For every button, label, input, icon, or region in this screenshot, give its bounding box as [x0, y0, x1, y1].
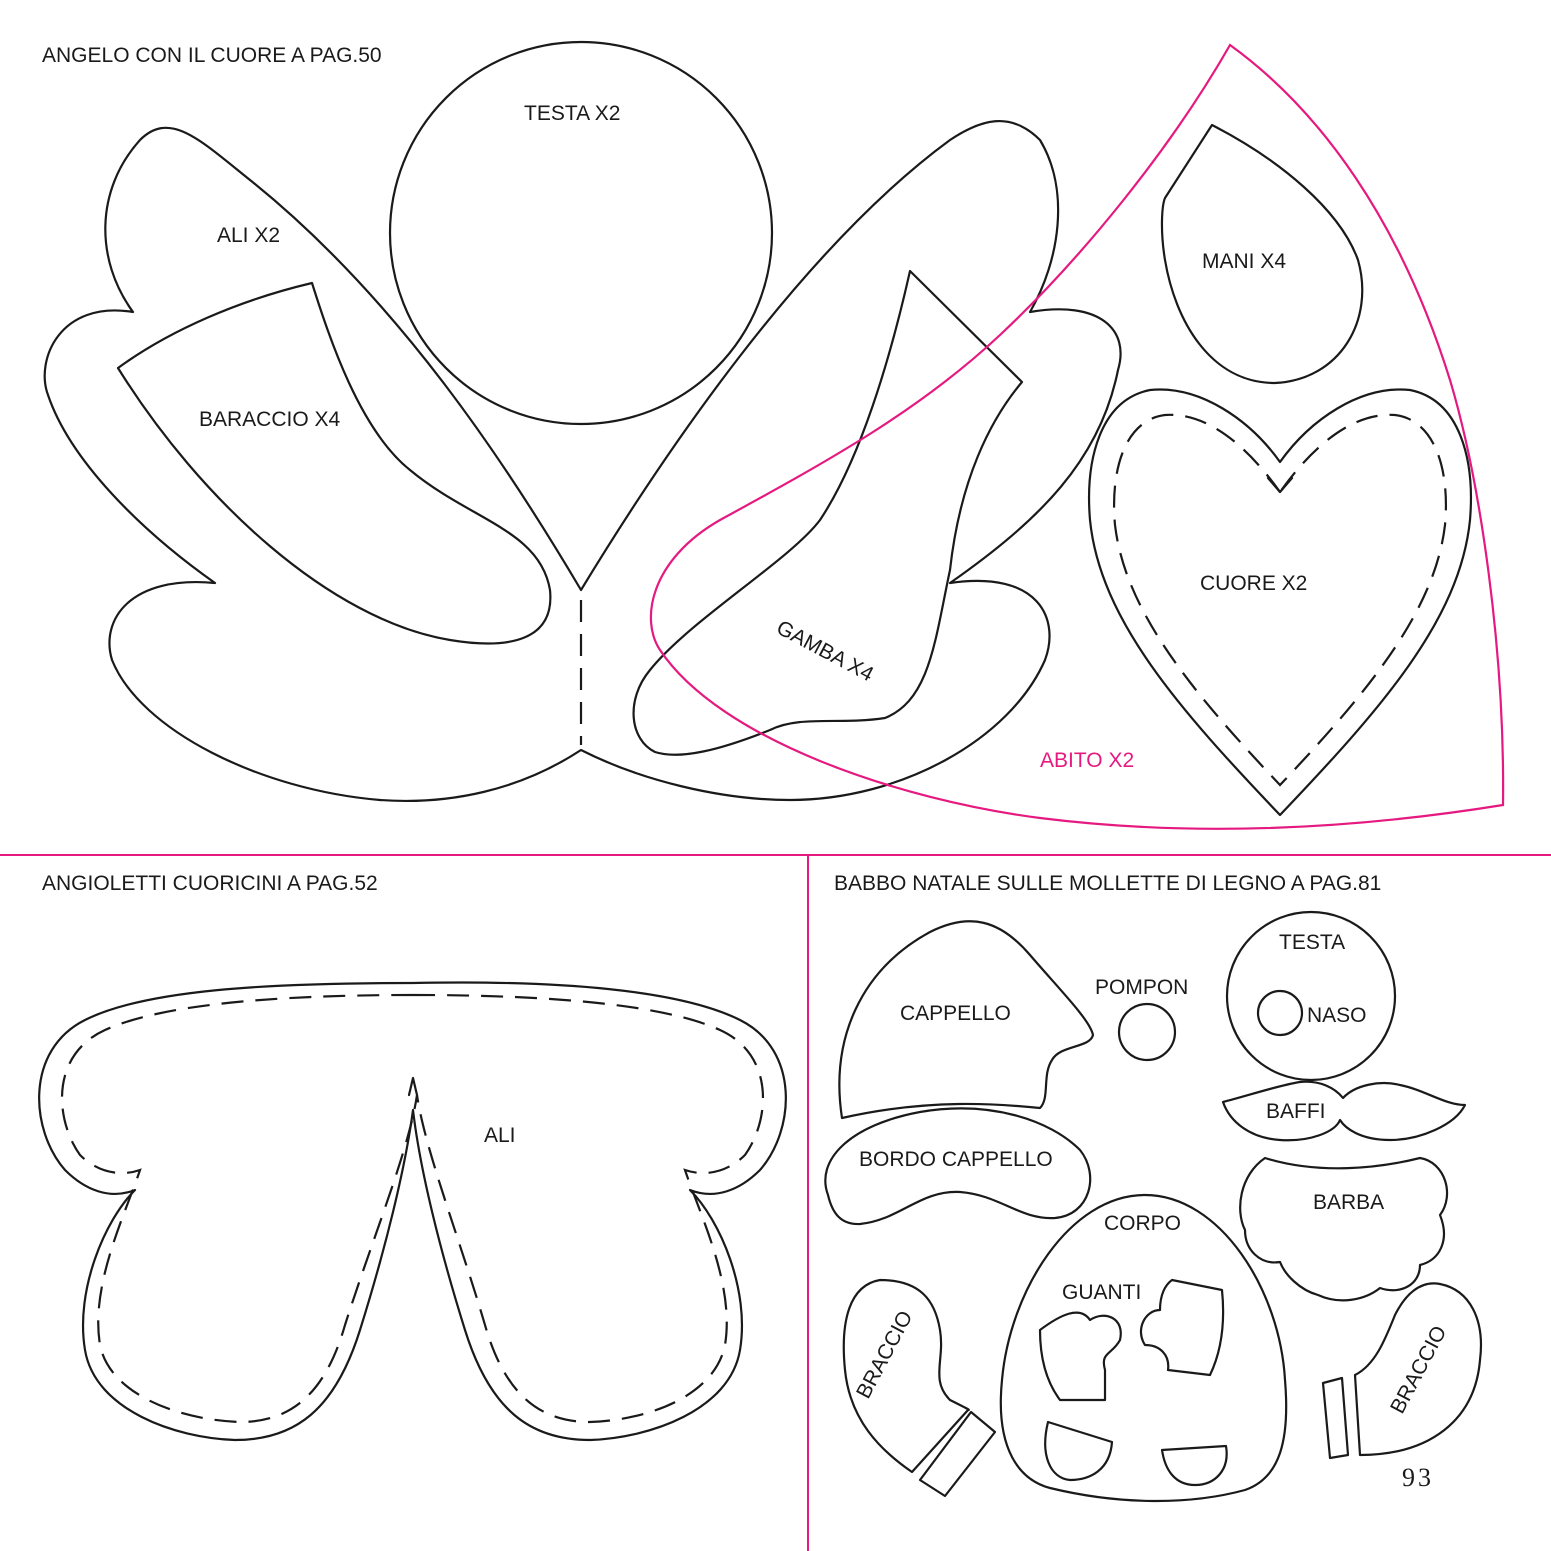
label-ali: ALI X2: [217, 224, 280, 247]
label-braccio-right: BRACCIO: [1386, 1322, 1451, 1417]
page-number: 93: [1402, 1463, 1434, 1492]
pompon-circle: [1117, 1002, 1177, 1062]
angioletti-ali-stitch-line: [60, 993, 765, 1424]
braccio-outline: [116, 281, 552, 645]
testa-circle: [388, 40, 774, 426]
angioletti-ali-outline: [38, 981, 787, 1442]
label-naso: NASO: [1307, 1004, 1367, 1027]
label-babbo-testa: TESTA: [1279, 931, 1345, 954]
braccio-left-outline: [842, 1278, 970, 1474]
label-guanti: GUANTI: [1062, 1281, 1141, 1304]
piede-left-outline: [1044, 1420, 1114, 1482]
label-cappello: CAPPELLO: [900, 1002, 1011, 1025]
ali-wings-outline: [43, 119, 1122, 803]
label-braccio: BARACCIO X4: [199, 408, 341, 431]
guanto-right-outline: [1139, 1278, 1225, 1377]
angioletti-ali-notch: [407, 1076, 419, 1097]
cuore-stitch-line: [1113, 413, 1447, 787]
braccio-right-cuff: [1321, 1376, 1350, 1460]
section-title-angelo: ANGELO CON IL CUORE A PAG.50: [42, 44, 382, 67]
label-pompon: POMPON: [1095, 976, 1188, 999]
label-abito: ABITO X2: [1040, 749, 1134, 772]
label-mani: MANI X4: [1202, 250, 1286, 273]
label-gamba: GAMBA X4: [773, 616, 878, 686]
label-testa: TESTA X2: [524, 102, 620, 125]
cappello-outline: [838, 920, 1095, 1120]
label-cuore: CUORE X2: [1200, 572, 1307, 595]
label-angioletti-ali: ALI: [484, 1124, 516, 1147]
guanto-left-outline: [1038, 1311, 1122, 1402]
babbo-testa-circle: [1225, 910, 1397, 1082]
bordo-cappello-outline: [824, 1107, 1092, 1226]
braccio-right-outline: [1353, 1282, 1482, 1457]
gamba-outline: [632, 269, 1024, 756]
label-corpo: CORPO: [1104, 1212, 1181, 1235]
piede-right-outline: [1160, 1444, 1228, 1487]
naso-circle: [1256, 989, 1304, 1037]
baffi-outline: [1221, 1080, 1467, 1142]
section-title-babbo: BABBO NATALE SULLE MOLLETTE DI LEGNO A P…: [834, 872, 1381, 895]
label-braccio-left: BRACCIO: [852, 1307, 917, 1402]
label-bordo-cappello: BORDO CAPPELLO: [859, 1148, 1053, 1171]
label-barba: BARBA: [1313, 1191, 1384, 1214]
corpo-outline: [999, 1193, 1288, 1503]
cuore-notch: [1266, 476, 1294, 494]
section-title-angioletti: ANGIOLETTI CUORICINI A PAG.52: [42, 872, 378, 895]
abito-outline: [649, 43, 1505, 830]
mani-outline: [1160, 123, 1364, 385]
barba-outline: [1239, 1156, 1449, 1302]
cuore-outline: [1088, 388, 1472, 817]
label-baffi: BAFFI: [1266, 1100, 1326, 1123]
braccio-left-cuff: [918, 1410, 997, 1498]
